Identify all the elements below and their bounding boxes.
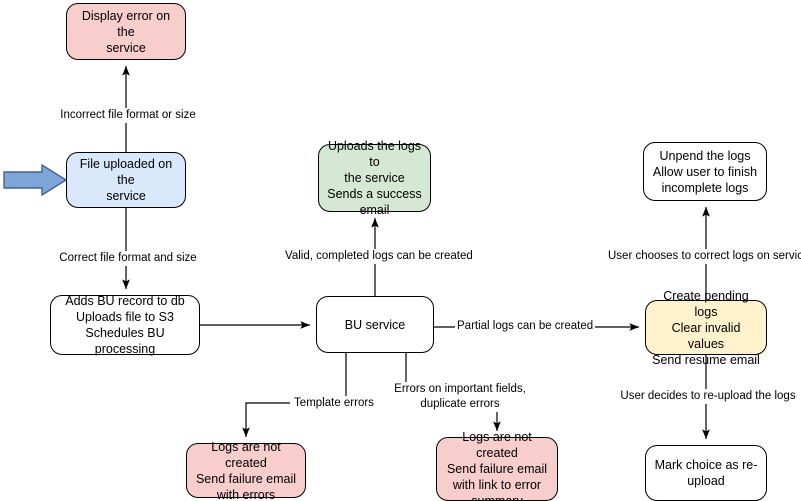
node-logs-not-created-with-link[interactable]: Logs are not created Send failure email …	[436, 430, 558, 501]
node-line: Allow user to finish	[652, 164, 758, 179]
node-line: Uploads file to S3	[76, 310, 174, 324]
node-line: email	[359, 203, 390, 217]
node-create-pending-logs[interactable]: Create pending logs Clear invalid values…	[645, 289, 767, 367]
node-line: Unpend the logs	[659, 148, 751, 163]
node-uploads-the-logs-to-service[interactable]: Uploads the logs to the service Sends a …	[318, 139, 431, 217]
node-line: Logs are not created	[462, 430, 532, 460]
node-line: service	[106, 40, 146, 55]
node-line: BU service	[344, 317, 406, 332]
node-line: Sends a success	[327, 187, 422, 201]
edge-label-line: duplicate errors	[420, 398, 500, 410]
node-bu-service[interactable]: BU service	[316, 296, 434, 353]
node-adds-bu-record-to-db[interactable]: Adds BU record to db Uploads file to S3 …	[50, 294, 200, 356]
edge-label-template-errors: Template errors	[290, 396, 378, 411]
node-line: Mark choice as re-	[654, 458, 758, 472]
edge-label-line: Errors on important fields,	[394, 383, 526, 395]
node-line: with errors	[216, 487, 276, 501]
node-file-uploaded-on-service[interactable]: File uploaded on the service	[66, 152, 186, 208]
node-line: Create pending logs	[663, 288, 749, 319]
edge-label-incorrect-file-format-or-size: Incorrect file format or size	[57, 108, 199, 123]
node-line: Send resume email	[652, 352, 760, 367]
node-line: File uploaded on the	[79, 157, 173, 187]
node-line: summary	[471, 494, 523, 501]
node-logs-not-created-with-errors[interactable]: Logs are not created Send failure email …	[186, 440, 306, 501]
node-line: with link to error	[452, 478, 542, 492]
node-line: the service	[344, 171, 405, 185]
edge-label-correct-file-format-and-size: Correct file format and size	[57, 251, 199, 266]
node-line: Send failure email	[195, 471, 297, 486]
node-line: Display error on the	[81, 8, 171, 39]
edge-label-partial-logs-can-be-created: Partial logs can be created	[455, 319, 595, 334]
edge-label-user-chooses-to-correct-logs-on-service: User chooses to correct logs on service	[606, 249, 801, 264]
node-line: Schedules BU processing	[85, 326, 165, 356]
node-line: Uploads the logs to	[327, 139, 422, 169]
edge-label-valid-completed-logs-can-be-created: Valid, completed logs can be created	[283, 249, 473, 264]
node-mark-choice-as-re-upload[interactable]: Mark choice as re- upload	[645, 445, 767, 501]
node-line: incomplete logs	[661, 180, 749, 195]
edge-label-user-decides-to-re-upload-the-logs: User decides to re-upload the logs	[618, 389, 798, 404]
entry-block-arrow-icon	[3, 164, 67, 196]
connector-bu-service-to-logs-not-created-errors	[242, 353, 347, 437]
node-unpend-the-logs[interactable]: Unpend the logs Allow user to finish inc…	[643, 142, 767, 201]
node-display-error-on-service[interactable]: Display error on the service	[66, 3, 186, 60]
node-line: Clear invalid values	[671, 320, 741, 351]
node-line: Logs are not created	[211, 439, 281, 470]
node-line: service	[106, 189, 146, 203]
edge-label-errors-on-important-fields: Errors on important fields, duplicate er…	[392, 382, 528, 412]
node-line: Send failure email	[446, 462, 548, 476]
node-line: upload	[687, 474, 725, 488]
node-line: Adds BU record to db	[65, 294, 185, 308]
connector-bu-service-to-logs-not-created-link	[405, 353, 501, 431]
